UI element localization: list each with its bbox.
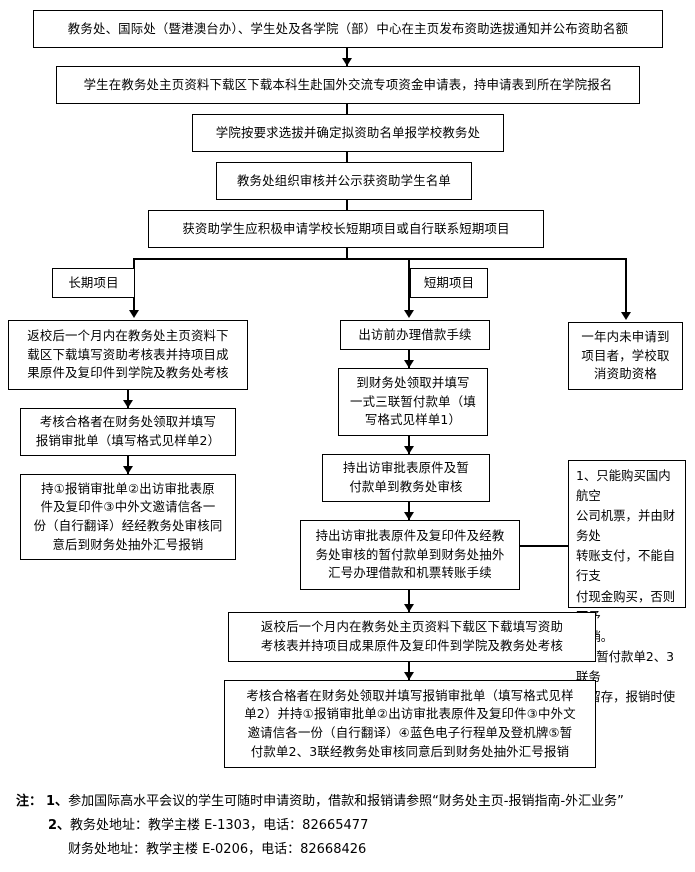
arrow-n1-n2 (342, 58, 352, 66)
connector-mid4-note (520, 545, 568, 547)
arrow-branch-short (404, 310, 414, 318)
connector-mid1-mid2 (408, 350, 410, 368)
label-long-term-project: 长期项目 (52, 268, 135, 298)
label-short-term-project: 短期项目 (410, 268, 488, 298)
arrow-mid1-mid2 (404, 360, 414, 368)
arrow-mid4-bottom1 (404, 604, 414, 612)
branch-bus (133, 258, 626, 260)
node-review-publicize: 教务处组织审核并公示获资助学生名单 (216, 162, 472, 200)
node-publish-notice: 教务处、国际处（暨港澳台办）、学生处及各学院（部）中心在主页发布资助选拔通知并公… (33, 10, 663, 48)
connector-n4-n5 (346, 200, 348, 218)
footer-note-label: 注： (16, 794, 43, 809)
note-airticket-rules: 1、只能购买国内航空 公司机票，并由财务处 转账支付，不能自行支 付现金购买，否… (568, 460, 686, 724)
node-mid-loan-procedure: 出访前办理借款手续 (340, 320, 490, 350)
node-left-submit-documents: 持①报销审批单②出访审批表原 件及复印件③中外文邀请信各一 份（自行翻译）经经教… (20, 474, 236, 560)
connector-left1-left2 (127, 390, 129, 408)
footer-note-3: 财务处地址：教学主楼 E-0206，电话：82668426 (0, 838, 695, 862)
arrow-bottom1-bottom2 (404, 672, 414, 680)
node-mid-advance-payment-form: 到财务处领取并填写 一式三联暂付款单（填 写格式见样单1） (338, 368, 488, 436)
connector-mid4-bottom1 (408, 590, 410, 612)
connector-bottom1-bottom2 (408, 662, 410, 680)
branch-drop-short (408, 258, 410, 314)
node-left-reimbursement-form: 考核合格者在财务处领取并填写 报销审批单（填写格式见样单2） (20, 408, 236, 456)
connector-n2-n3 (346, 104, 348, 122)
footer-note-2-text: 教务处地址：教学主楼 E-1303，电话：82665477 (70, 818, 369, 834)
node-right-no-project: 一年内未申请到 项目者，学校取 消资助资格 (568, 322, 683, 390)
node-left-assessment-form: 返校后一个月内在教务处主页资料下 载区下载填写资助考核表并持项目成 果原件及复印… (8, 320, 248, 390)
connector-n1-n2 (346, 48, 348, 66)
footer-note-1-text: 参加国际高水平会议的学生可随时申请资助，借款和报销请参照“财务处主页-报销指南-… (68, 794, 624, 809)
footer-note-1: 注： 1、 参加国际高水平会议的学生可随时申请资助，借款和报销请参照“财务处主页… (0, 790, 695, 814)
arrow-branch-long (129, 310, 139, 318)
node-bottom-assessment-form: 返校后一个月内在教务处主页资料下载区下载填写资助 考核表并持项目成果原件及复印件… (228, 612, 596, 662)
arrow-mid2-mid3 (404, 446, 414, 454)
footer-note-2: 2、 教务处地址：教学主楼 E-1303，电话：82665477 (0, 814, 695, 838)
footer-notes: 注： 1、 参加国际高水平会议的学生可随时申请资助，借款和报销请参照“财务处主页… (0, 790, 695, 862)
node-bottom-final-reimbursement: 考核合格者在财务处领取并填写报销审批单（填写格式见样 单2）并持①报销审批单②出… (224, 680, 596, 768)
connector-n3-n4 (346, 152, 348, 170)
connector-mid2-mid3 (408, 436, 410, 454)
connector-n5-bus (346, 248, 348, 259)
connector-left2-left3 (127, 456, 129, 474)
node-college-select-list: 学院按要求选拔并确定拟资助名单报学校教务处 (192, 114, 504, 152)
arrow-mid3-mid4 (404, 512, 414, 520)
branch-drop-none (625, 258, 627, 316)
node-apply-projects: 获资助学生应积极申请学校长短期项目或自行联系短期项目 (148, 210, 544, 248)
connector-mid3-mid4 (408, 502, 410, 520)
node-mid-forex-loan-ticket: 持出访审批表原件及复印件及经教 务处审核的暂付款单到财务处抽外 汇号办理借款和机… (300, 520, 520, 590)
node-mid-academic-review: 持出访审批表原件及暂 付款单到教务处审核 (322, 454, 490, 502)
arrow-left2-left3 (123, 466, 133, 474)
node-student-download-form: 学生在教务处主页资料下载区下载本科生赴国外交流专项资金申请表，持申请表到所在学院… (56, 66, 640, 104)
arrow-left1-left2 (123, 400, 133, 408)
footer-note-1-number: 1、 (46, 794, 69, 809)
footer-note-3-text: 财务处地址：教学主楼 E-0206，电话：82668426 (68, 842, 367, 858)
footer-note-2-number: 2、 (48, 818, 71, 834)
arrow-branch-none (621, 312, 631, 320)
